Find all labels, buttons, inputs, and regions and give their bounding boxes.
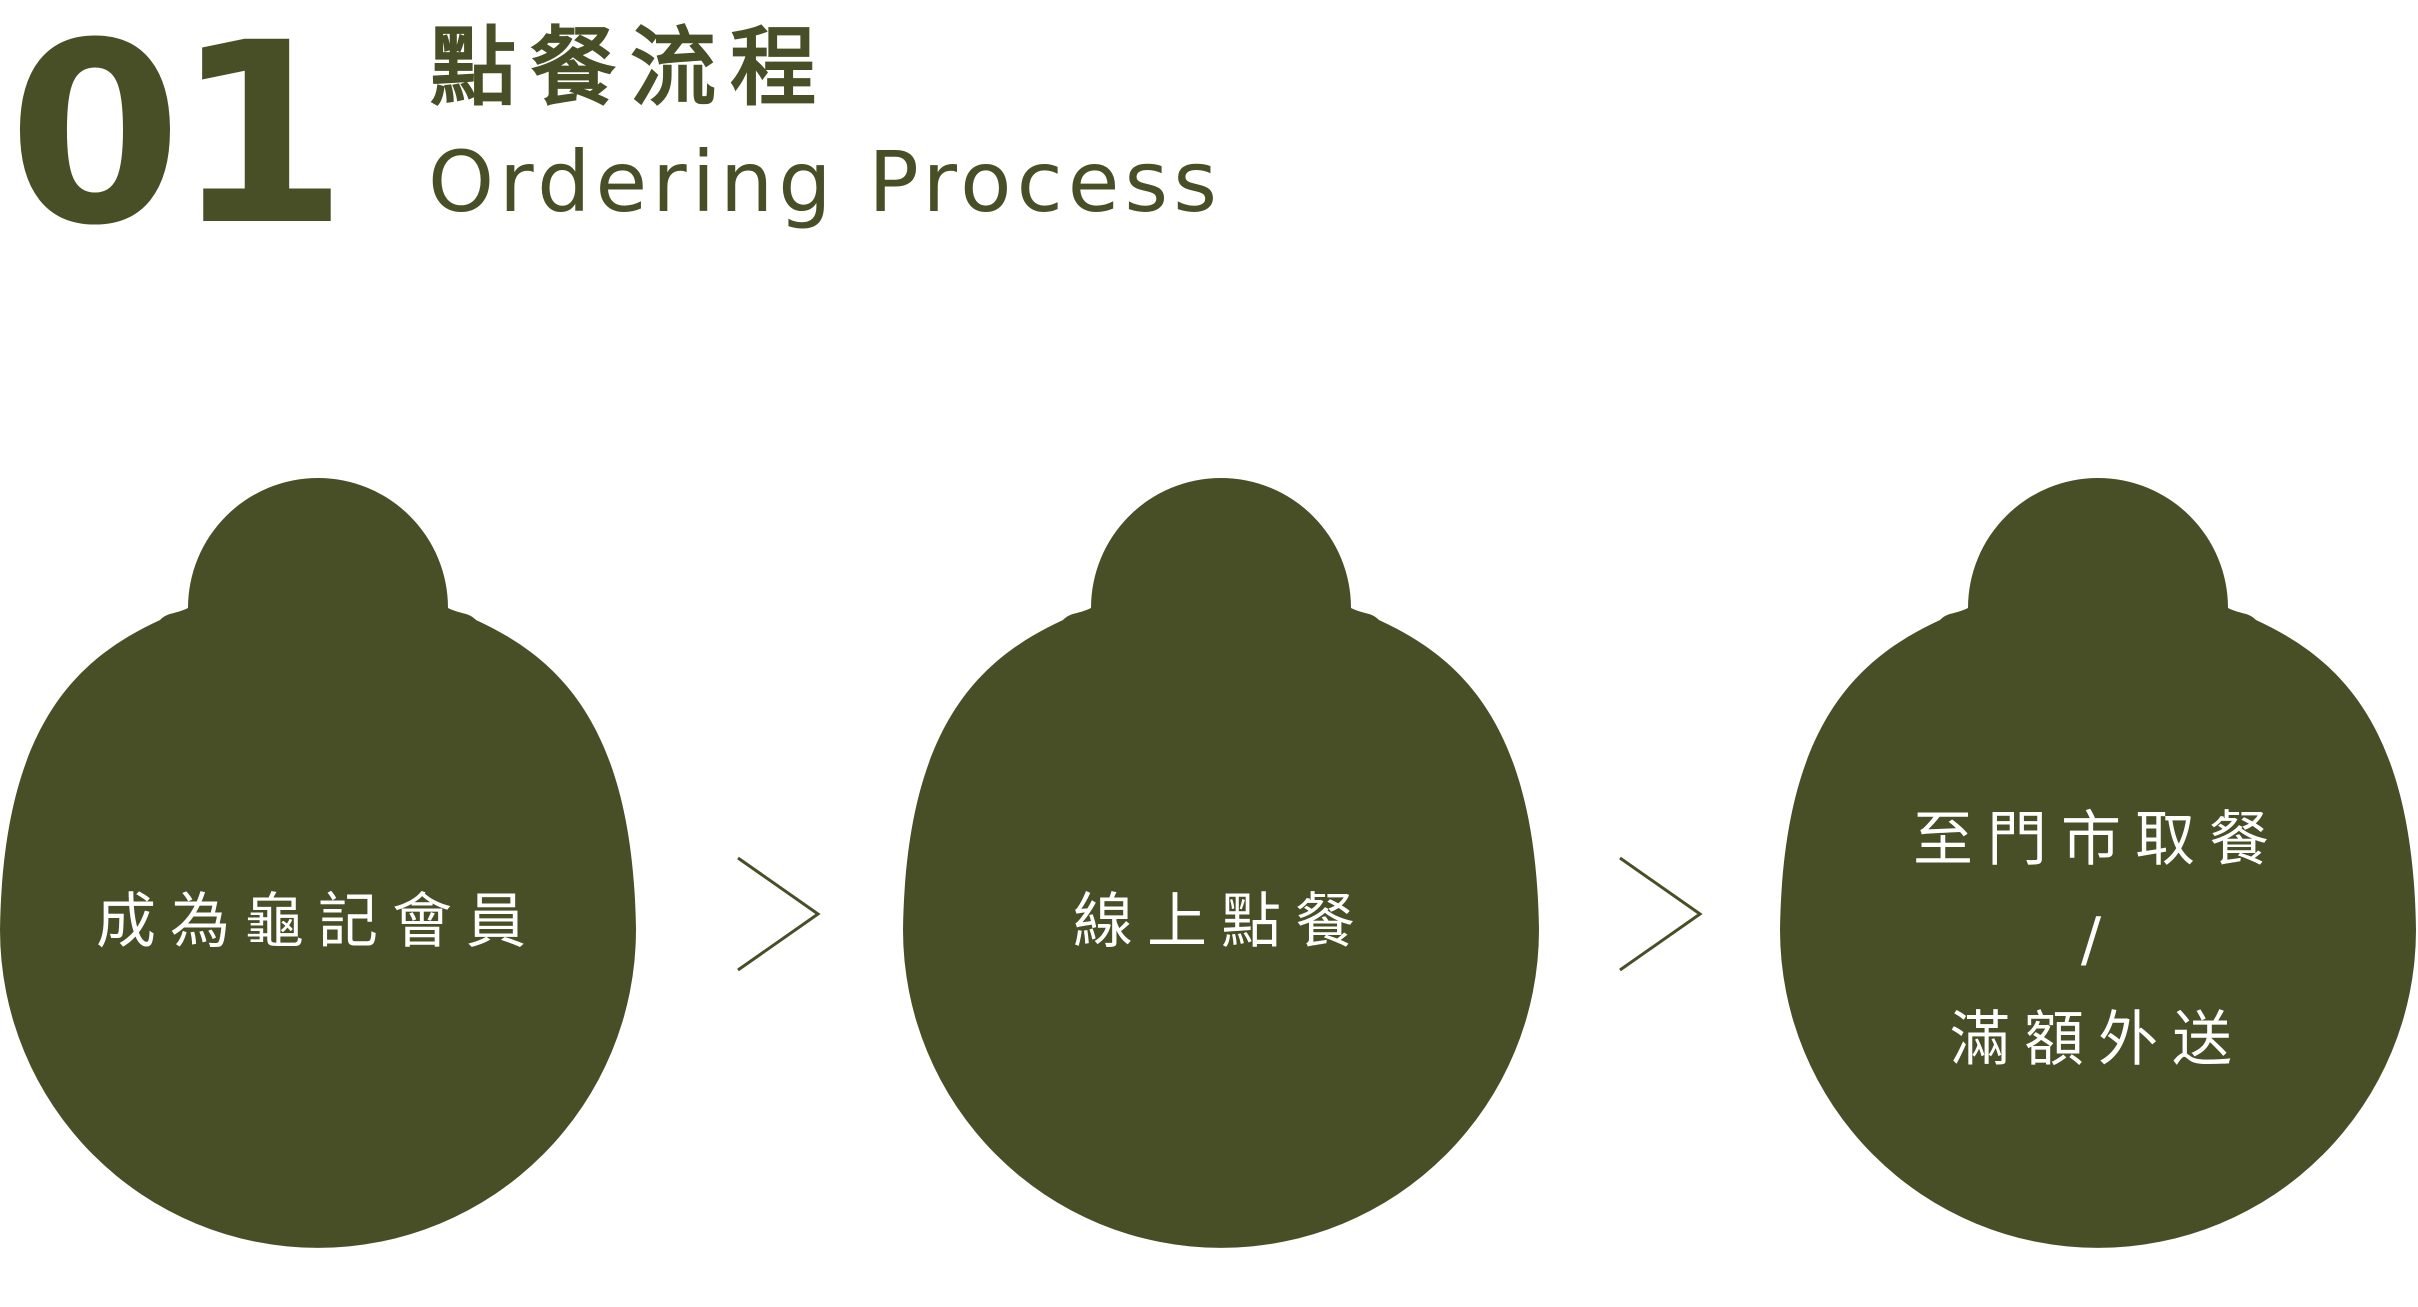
step-1: 成為龜記會員 — [0, 478, 636, 1248]
section-title-zh: 點餐流程 — [430, 18, 830, 118]
step-1-shape — [0, 478, 636, 1248]
step-3: 至門市取餐 / 滿額外送 — [1780, 478, 2416, 1248]
step-3-label-line-1: 至門市取餐 — [1913, 805, 2283, 875]
section-title-en: Ordering Process — [428, 133, 1222, 231]
step-3-label-line-3: 滿額外送 — [1950, 1005, 2246, 1075]
chevron-right-icon — [1619, 856, 1703, 972]
step-2: 線上點餐 — [903, 478, 1539, 1248]
chevron-right-icon — [737, 856, 821, 972]
step-1-label: 成為龜記會員 — [96, 887, 540, 957]
section-number: 01 — [8, 0, 348, 280]
step-3-label-line-2: / — [2081, 905, 2115, 975]
step-2-label: 線上點餐 — [1073, 887, 1369, 957]
step-2-shape — [903, 478, 1539, 1248]
